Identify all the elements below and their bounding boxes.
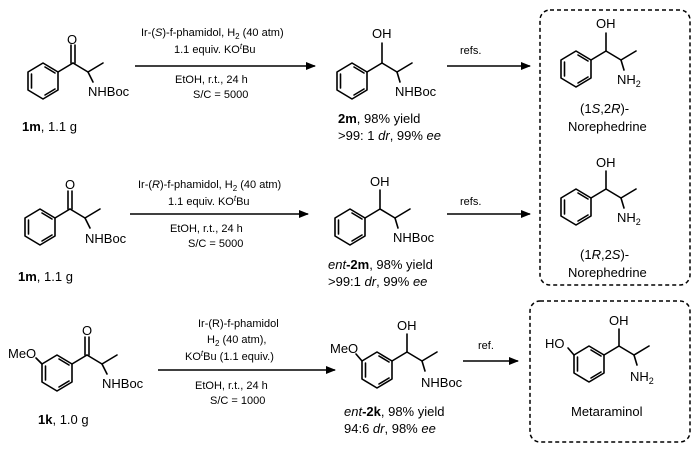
svg-text:1m, 1.1 g: 1m, 1.1 g <box>22 119 77 134</box>
svg-text:1.1 equiv. KOtBu: 1.1 equiv. KOtBu <box>168 194 250 208</box>
starting-material-label-row3: 1k, 1.0 g <box>38 412 89 427</box>
methoxy-label: MeO <box>8 346 36 361</box>
svg-text:(1S,2R)-: (1S,2R)- <box>580 101 629 116</box>
product-ent-2k-row3: MeO OH NHBoc <box>330 318 463 390</box>
starting-material-1m-row2: O NHBoc <box>24 177 127 246</box>
methoxy-label: MeO <box>330 341 358 356</box>
starting-material-label-row2: 1m, 1.1 g <box>18 269 73 284</box>
product-label-row2: ent-2m, 98% yield >99:1 dr, 99% ee <box>328 257 433 289</box>
amine-label: NH2 <box>617 210 641 227</box>
product-label-row3: ent-2k, 98% yield 94:6 dr, 98% ee <box>344 404 444 436</box>
nhboc-label: NHBoc <box>395 84 437 99</box>
hydroxy-label: HO <box>545 336 565 351</box>
nhboc-label: NHBoc <box>88 84 130 99</box>
target-metaraminol: HO OH NH2 <box>545 313 654 386</box>
svg-text:1m, 1.1 g: 1m, 1.1 g <box>18 269 73 284</box>
svg-text:EtOH, r.t., 24 h: EtOH, r.t., 24 h <box>175 74 248 86</box>
svg-text:ref.: ref. <box>478 340 494 352</box>
svg-text:refs.: refs. <box>460 45 481 57</box>
target-label-metaraminol: Metaraminol <box>571 404 643 419</box>
starting-material-1k-row3: MeO O NHBoc <box>8 323 144 392</box>
oxygen-label: O <box>65 177 75 192</box>
hydroxyl-label: OH <box>370 174 390 189</box>
amine-label: NH2 <box>617 72 641 89</box>
svg-text:Ir-(R)-f-phamidol: Ir-(R)-f-phamidol <box>198 318 279 330</box>
nhboc-label: NHBoc <box>393 230 435 245</box>
starting-material-label-row1: 1m, 1.1 g <box>22 119 77 134</box>
svg-text:ent-2m, 98% yield: ent-2m, 98% yield <box>328 257 433 272</box>
svg-text:1.1 equiv. KOtBu: 1.1 equiv. KOtBu <box>174 42 256 56</box>
svg-text:Norephedrine: Norephedrine <box>568 265 647 280</box>
refs-step-row1: refs. <box>447 45 531 70</box>
oxygen-label: O <box>67 32 77 47</box>
hydroxyl-label: OH <box>372 26 392 41</box>
hydroxyl-label: OH <box>397 318 417 333</box>
target-norephedrine-1r2s: OH NH2 <box>560 155 641 227</box>
svg-text:94:6 dr, 98% ee: 94:6 dr, 98% ee <box>344 421 436 436</box>
nhboc-label: NHBoc <box>421 375 463 390</box>
hydroxyl-label: OH <box>596 16 616 31</box>
svg-text:1k, 1.0 g: 1k, 1.0 g <box>38 412 89 427</box>
amine-label: NH2 <box>630 369 654 386</box>
svg-text:EtOH, r.t., 24 h: EtOH, r.t., 24 h <box>170 223 243 235</box>
target-box-metaraminol <box>529 300 691 443</box>
reaction-conditions-row3: Ir-(R)-f-phamidol H2 (40 atm), KOtBu (1.… <box>158 318 336 407</box>
target-label-1r2s: (1R,2S)- Norephedrine <box>568 247 647 280</box>
svg-text:Ir-(S)-f-phamidol, H2 (40 atm): Ir-(S)-f-phamidol, H2 (40 atm) <box>141 27 284 41</box>
reaction-conditions-row1: Ir-(S)-f-phamidol, H2 (40 atm) 1.1 equiv… <box>135 27 316 101</box>
svg-text:2m, 98% yield: 2m, 98% yield <box>338 111 420 126</box>
product-label-row1: 2m, 98% yield >99: 1 dr, 99% ee <box>338 111 441 143</box>
svg-text:H2 (40 atm),: H2 (40 atm), <box>207 334 266 348</box>
svg-text:(1R,2S)-: (1R,2S)- <box>580 247 629 262</box>
svg-text:S/C = 5000: S/C = 5000 <box>193 89 248 101</box>
product-ent-2m-row2: OH NHBoc <box>334 174 435 246</box>
svg-text:Norephedrine: Norephedrine <box>568 119 647 134</box>
hydroxyl-label: OH <box>609 313 629 328</box>
refs-step-row2: refs. <box>447 196 531 218</box>
target-label-1s2r: (1S,2R)- Norephedrine <box>568 101 647 134</box>
svg-text:refs.: refs. <box>460 196 481 208</box>
product-2m-row1: OH NHBoc <box>336 26 437 100</box>
svg-text:>99: 1 dr, 99% ee: >99: 1 dr, 99% ee <box>338 128 441 143</box>
nhboc-label: NHBoc <box>102 376 144 391</box>
svg-text:ent-2k, 98% yield: ent-2k, 98% yield <box>344 404 444 419</box>
target-norephedrine-1s2r: OH NH2 <box>560 16 641 89</box>
svg-text:KOtBu (1.1 equiv.): KOtBu (1.1 equiv.) <box>185 349 274 363</box>
nhboc-label: NHBoc <box>85 231 127 246</box>
hydroxyl-label: OH <box>596 155 616 170</box>
svg-text:EtOH, r.t., 24 h: EtOH, r.t., 24 h <box>195 380 268 392</box>
ref-step-row3: ref. <box>463 340 519 365</box>
svg-text:>99:1 dr, 99% ee: >99:1 dr, 99% ee <box>328 274 427 289</box>
target-box-norephedrine <box>539 9 691 286</box>
reaction-conditions-row2: Ir-(R)-f-phamidol, H2 (40 atm) 1.1 equiv… <box>130 179 309 250</box>
svg-text:S/C = 1000: S/C = 1000 <box>210 395 265 407</box>
oxygen-label: O <box>82 323 92 338</box>
starting-material-1m-row1: O NHBoc <box>27 32 130 100</box>
svg-text:S/C = 5000: S/C = 5000 <box>188 238 243 250</box>
svg-text:Ir-(R)-f-phamidol, H2 (40 atm): Ir-(R)-f-phamidol, H2 (40 atm) <box>138 179 281 193</box>
